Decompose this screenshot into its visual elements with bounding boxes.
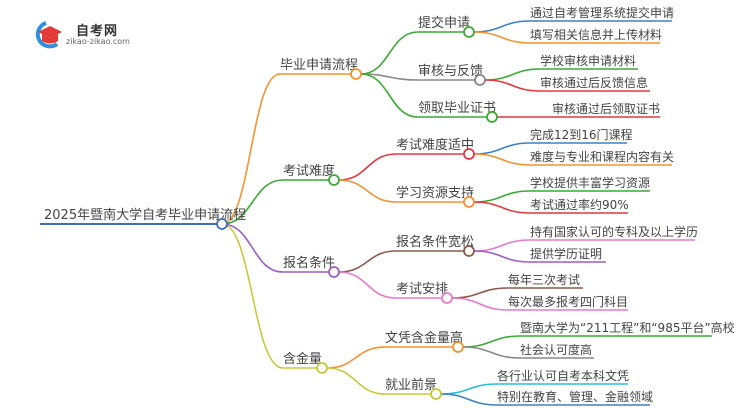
leaf-label: 各行业认可自考本科文凭 bbox=[497, 368, 629, 383]
logo-url: zikao-zikao.com bbox=[66, 37, 130, 46]
leaf-label: 提供学历证明 bbox=[530, 246, 602, 261]
leaf-label: 每次最多报考四门科目 bbox=[508, 294, 628, 309]
subtopic-label: 考试安排 bbox=[396, 282, 448, 297]
leaf-connector bbox=[462, 346, 594, 359]
branch-label: 毕业申请流程 bbox=[280, 58, 358, 73]
branch-connector bbox=[221, 223, 322, 369]
branch-label: 含金量 bbox=[283, 351, 322, 367]
subtopic-node[interactable] bbox=[463, 196, 475, 208]
subtopic-connector bbox=[360, 73, 480, 81]
leaf-label: 难度与专业和课程内容有关 bbox=[530, 149, 674, 164]
subtopic-node[interactable] bbox=[441, 292, 453, 304]
subtopic-node[interactable] bbox=[463, 245, 475, 257]
subtopic-label: 领取毕业证书 bbox=[418, 101, 496, 116]
subtopic-connector bbox=[360, 31, 469, 75]
logo-title: 自考网 bbox=[76, 24, 119, 39]
subtopic-connector bbox=[338, 250, 469, 273]
leaf-label: 审核通过后领取证书 bbox=[552, 101, 660, 116]
leaf-connector bbox=[451, 297, 628, 311]
subtopic-node[interactable] bbox=[452, 341, 464, 353]
leaf-label: 学校提供丰富学习资源 bbox=[530, 175, 650, 190]
branch-label: 考试难度 bbox=[283, 163, 335, 179]
branch-label: 报名条件 bbox=[283, 255, 335, 271]
subtopic-label: 提交申请 bbox=[418, 15, 470, 31]
subtopic-connector bbox=[326, 367, 436, 395]
leaf-connector bbox=[473, 250, 606, 263]
leaf-connector bbox=[473, 153, 672, 166]
subtopic-label: 报名条件宽松 bbox=[396, 234, 474, 250]
leaf-label: 审核通过后反馈信息 bbox=[540, 75, 648, 90]
root-label: 2025年暨南大学自考毕业申请流程 bbox=[44, 207, 246, 223]
leaf-label: 暨南大学为“211工程”和“985平台”高校 bbox=[520, 320, 735, 335]
leaf-connector bbox=[473, 31, 660, 44]
subtopic-node[interactable] bbox=[463, 26, 475, 38]
leaf-connector bbox=[440, 393, 650, 406]
subtopic-connector bbox=[326, 346, 458, 369]
subtopic-node[interactable] bbox=[463, 148, 475, 160]
branch-node[interactable] bbox=[328, 266, 340, 278]
leaf-label: 填写相关信息并上传材料 bbox=[530, 27, 662, 42]
subtopic-label: 学习资源支持 bbox=[396, 185, 474, 201]
subtopic-label: 就业前景 bbox=[385, 377, 437, 393]
subtopic-node[interactable] bbox=[474, 74, 486, 86]
leaf-label: 通过自考管理系统提交申请 bbox=[530, 5, 674, 20]
leaf-label: 考试通过率约90% bbox=[530, 197, 629, 212]
leaf-label: 学校审核申请材料 bbox=[540, 53, 636, 68]
subtopic-connector bbox=[338, 271, 447, 299]
root-node[interactable] bbox=[216, 218, 228, 230]
subtopic-node[interactable] bbox=[430, 388, 442, 400]
subtopic-label: 考试难度适中 bbox=[396, 137, 474, 153]
subtopic-node[interactable] bbox=[486, 111, 498, 123]
leaf-label: 每年三次考试 bbox=[508, 272, 580, 287]
leaf-label: 社会认可度高 bbox=[520, 342, 592, 357]
logo-graduation-cap-icon bbox=[35, 21, 62, 49]
subtopic-label: 审核与反馈 bbox=[418, 64, 483, 79]
leaf-label: 特别在教育、管理、金融领域 bbox=[497, 389, 653, 404]
leaf-label: 完成12到16门课程 bbox=[530, 127, 633, 142]
leaf-connector bbox=[473, 201, 628, 214]
branch-connector bbox=[221, 73, 356, 225]
leaf-label: 持有国家认可的专科及以上学历 bbox=[530, 224, 698, 239]
logo: 自考网 zikao-zikao.com bbox=[30, 20, 140, 50]
branch-node[interactable] bbox=[316, 362, 328, 374]
branch-connector bbox=[221, 179, 334, 225]
branch-node[interactable] bbox=[328, 174, 340, 186]
subtopic-connector bbox=[360, 73, 492, 118]
subtopic-connector bbox=[338, 153, 469, 181]
branch-connector bbox=[221, 223, 334, 273]
subtopic-connector bbox=[338, 179, 469, 203]
leaf-connector bbox=[484, 79, 650, 92]
branch-node[interactable] bbox=[350, 68, 362, 80]
subtopic-label: 文凭含金量高 bbox=[385, 330, 463, 346]
